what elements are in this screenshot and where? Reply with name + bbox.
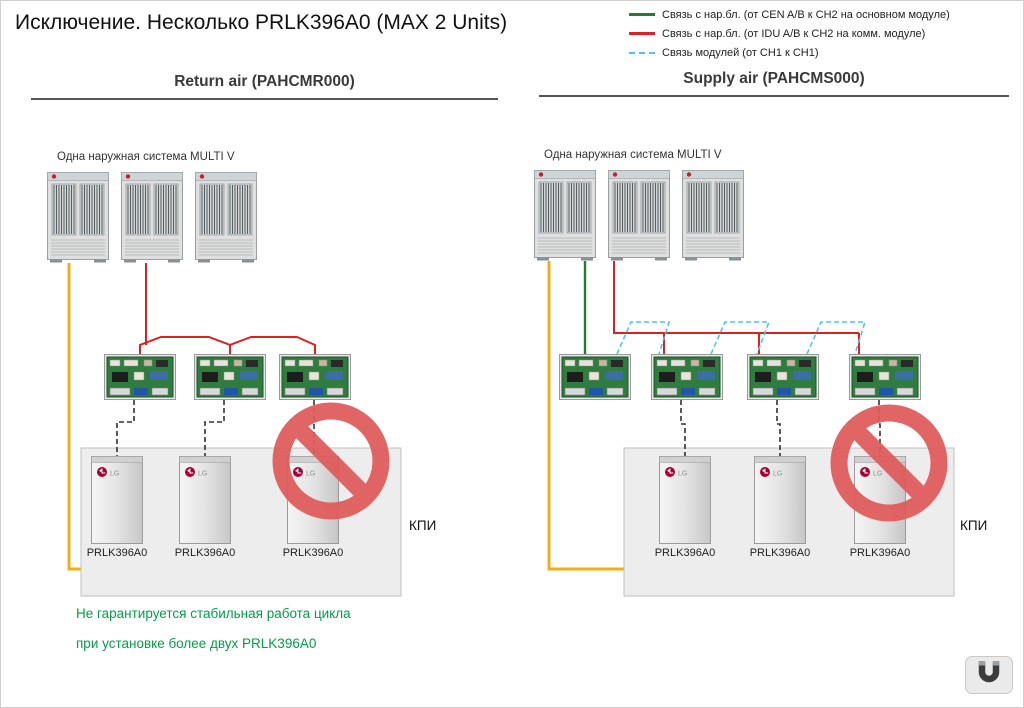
outdoor-unit <box>195 172 257 263</box>
supply-air-diagram: Одна наружная система MULTI V <box>534 149 987 597</box>
pcb-module <box>651 354 723 400</box>
warning-note: Не гарантируется стабильная работа цикла… <box>76 599 351 659</box>
magnet-icon <box>974 659 1004 691</box>
module-comm-wire-cyan <box>616 321 867 355</box>
page-title: Исключение. Несколько PRLK396A0 (MAX 2 U… <box>15 11 508 34</box>
outdoor-unit <box>608 170 670 261</box>
pcb-module <box>104 354 176 400</box>
legend-label: Связь модулей (от CH1 к CH1) <box>662 46 819 59</box>
warning-note-line2: при установке более двух PRLK396A0 <box>76 636 317 651</box>
pcb-module <box>194 354 266 400</box>
prlk-controller <box>179 456 231 544</box>
outdoor-unit <box>682 170 744 261</box>
pcb-module <box>747 354 819 400</box>
kpi-label: КПИ <box>960 518 987 533</box>
prlk-controller <box>754 456 806 544</box>
prlk-controller <box>659 456 711 544</box>
system-label: Одна наружная система MULTI V <box>57 151 235 163</box>
legend: Связь с нар.бл. (от CEN A/B к CH2 на осн… <box>629 5 950 62</box>
pcb-module <box>279 354 351 400</box>
legend-label: Связь с нар.бл. (от IDU A/B к CH2 на ком… <box>662 27 926 40</box>
outdoor-unit <box>534 170 596 261</box>
prlk-label: PRLK396A0 <box>750 547 811 559</box>
green-line-swatch <box>629 13 655 16</box>
return-air-diagram: LG Одна наружная система MULTI V <box>47 151 436 597</box>
pcb-module <box>849 354 921 400</box>
idu-comm-wire-red <box>613 261 860 355</box>
prlk-label: PRLK396A0 <box>283 547 344 559</box>
legend-item-cyan: Связь модулей (от CH1 к CH1) <box>629 43 950 62</box>
warning-note-line1: Не гарантируется стабильная работа цикла <box>76 606 351 621</box>
idu-comm-wire-red <box>139 263 316 355</box>
magnet-logo-button[interactable] <box>965 656 1013 694</box>
system-label: Одна наружная система MULTI V <box>544 149 722 161</box>
prlk-label: PRLK396A0 <box>850 547 911 559</box>
pcb-module <box>559 354 631 400</box>
kpi-label: КПИ <box>409 518 436 533</box>
legend-item-red: Связь с нар.бл. (от IDU A/B к CH2 на ком… <box>629 24 950 43</box>
return-air-header: Return air (PAHCMR000) <box>31 73 498 100</box>
supply-air-header: Supply air (PAHCMS000) <box>539 70 1009 97</box>
legend-label: Связь с нар.бл. (от CEN A/B к CH2 на осн… <box>662 8 950 21</box>
outdoor-unit <box>121 172 183 263</box>
cyan-dashed-swatch <box>629 51 655 54</box>
prlk-controller <box>91 456 143 544</box>
red-line-swatch <box>629 32 655 35</box>
prlk-label: PRLK396A0 <box>175 547 236 559</box>
prlk-label: PRLK396A0 <box>87 547 148 559</box>
outdoor-unit <box>47 172 109 263</box>
legend-item-green: Связь с нар.бл. (от CEN A/B к CH2 на осн… <box>629 5 950 24</box>
prlk-label: PRLK396A0 <box>655 547 716 559</box>
